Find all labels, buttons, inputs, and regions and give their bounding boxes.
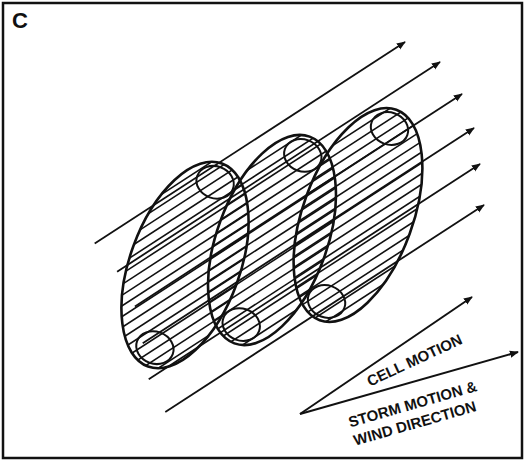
hatch-line (99, 124, 434, 342)
storm-cell (96, 145, 273, 386)
hatch-line (65, 71, 400, 289)
hatch-line (41, 33, 376, 251)
hatch-line (210, 136, 525, 354)
wind-arrow (117, 62, 440, 272)
hatch-line (122, 0, 457, 218)
hatch-line (136, 23, 471, 241)
hatch-line (36, 25, 371, 243)
hatch-line (0, 50, 284, 268)
hatch-line (50, 48, 385, 266)
hatch-line (94, 116, 429, 334)
hatch-line (0, 118, 328, 336)
hatch-line (85, 101, 420, 319)
updraft-circle (366, 107, 413, 150)
hatch-line (249, 197, 525, 415)
hatch-line (124, 161, 459, 379)
wind-arrow (143, 128, 474, 343)
updraft-circle (303, 280, 350, 323)
hatch-line (171, 76, 506, 294)
hatch-line (244, 189, 525, 407)
panel-frame (3, 3, 522, 458)
hatch-line (146, 38, 481, 256)
hatch-line (151, 46, 486, 264)
panel-letter: C (12, 8, 28, 34)
hatch-line (114, 146, 449, 364)
hatch-line (60, 63, 395, 281)
hatch-line (127, 8, 462, 226)
hatch-line (141, 31, 476, 249)
storm-cell (183, 118, 362, 362)
hatch-line (259, 212, 525, 430)
updraft-circle (132, 326, 179, 369)
hatch-line (0, 58, 289, 276)
hatch-line (0, 103, 318, 321)
hatch-line (180, 91, 515, 309)
wind-arrows (95, 42, 484, 412)
hatch-line (239, 182, 525, 400)
hatch-line (70, 78, 405, 296)
storm-cells (96, 91, 448, 385)
wind-arrow (165, 205, 484, 412)
hatch-line (109, 139, 444, 357)
hatch-line (220, 151, 525, 369)
wind-arrow (95, 42, 405, 244)
hatch-line (0, 96, 314, 314)
hatch-line (0, 65, 294, 283)
storm-cell (268, 91, 448, 339)
hatch-line (176, 83, 511, 301)
cell-motion-label: CELL MOTION (364, 330, 465, 390)
hatch-line (104, 131, 439, 349)
hatch-line (215, 144, 525, 362)
wind-arrow (135, 94, 462, 306)
